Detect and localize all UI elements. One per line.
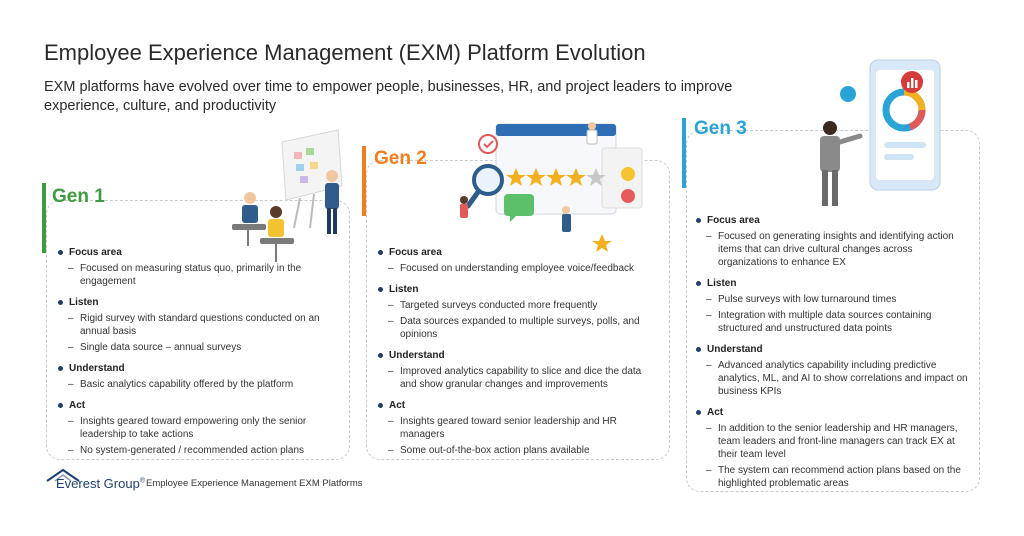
- gen2-section-act: Act Insights geared toward senior leader…: [378, 399, 660, 457]
- section-heading: Act: [378, 399, 660, 412]
- people-figures-icon: [460, 122, 598, 232]
- gen3-section-listen: Listen Pulse surveys with low turnaround…: [696, 277, 974, 335]
- floating-circle-icon: [840, 86, 856, 102]
- whiteboard-icon: [281, 129, 343, 229]
- section-heading: Understand: [696, 343, 974, 356]
- list-item: Insights geared toward empowering only t…: [58, 415, 340, 441]
- gen2-content: Focus area Focused on understanding empl…: [378, 246, 660, 465]
- chart-badge-icon: [901, 71, 923, 93]
- section-heading: Understand: [58, 362, 340, 375]
- gen2-section-understand: Understand Improved analytics capability…: [378, 349, 660, 391]
- gen3-section-act: Act In addition to the senior leadership…: [696, 406, 974, 490]
- seated-people-icon: [232, 192, 294, 262]
- list-item: Improved analytics capability to slice a…: [378, 365, 660, 391]
- gen3-label: Gen 3: [694, 118, 747, 139]
- footer-caption: Employee Experience Management EXM Platf…: [146, 478, 363, 489]
- gen2-label: Gen 2: [374, 148, 427, 169]
- section-heading: Listen: [58, 296, 340, 309]
- section-heading: Listen: [696, 277, 974, 290]
- gen3-section-focus: Focus area Focused on generating insight…: [696, 214, 974, 269]
- section-heading: Understand: [378, 349, 660, 362]
- list-item: Basic analytics capability offered by th…: [58, 378, 340, 391]
- gen3-bar: [682, 118, 686, 188]
- section-heading: Act: [696, 406, 974, 419]
- gen1-section-focus: Focus area Focused on measuring status q…: [58, 246, 340, 288]
- list-item: Focused on understanding employee voice/…: [378, 262, 660, 275]
- gen2-illustration: [460, 122, 643, 252]
- section-heading: Focus area: [378, 246, 660, 259]
- heart-badge-icon: [478, 134, 498, 154]
- list-item: Targeted surveys conducted more frequent…: [378, 299, 660, 312]
- emoji-faces-icon: [621, 167, 635, 203]
- logo-wordmark: Everest Group®: [56, 476, 145, 491]
- businessman-figure-icon: [820, 121, 863, 206]
- gen1-card: [46, 200, 350, 460]
- star-rating-icon: [506, 168, 612, 252]
- mountain-logo-icon: [46, 468, 80, 482]
- list-item: Insights geared toward senior leadership…: [378, 415, 660, 441]
- gen1-illustration: [232, 129, 343, 262]
- section-heading: Focus area: [58, 246, 340, 259]
- list-item: Some out-of-the-box action plans availab…: [378, 444, 660, 457]
- list-item: The system can recommend action plans ba…: [696, 464, 974, 490]
- list-item: Data sources expanded to multiple survey…: [378, 315, 660, 341]
- presenter-figure-icon: [325, 170, 339, 234]
- footer: Everest Group® Employee Experience Manag…: [46, 468, 363, 492]
- gen2-section-listen: Listen Targeted surveys conducted more f…: [378, 283, 660, 341]
- page-subtitle: EXM platforms have evolved over time to …: [44, 79, 733, 114]
- gen3-illustration: [820, 59, 941, 206]
- list-item: Focused on generating insights and ident…: [696, 230, 974, 269]
- gen3-section-understand: Understand Advanced analytics capability…: [696, 343, 974, 398]
- list-item: In addition to the senior leadership and…: [696, 422, 974, 461]
- gen1-label: Gen 1: [52, 186, 105, 207]
- tablet-dashboard-icon: [869, 59, 941, 191]
- list-item: Advanced analytics capability including …: [696, 359, 974, 398]
- gen1-section-act: Act Insights geared toward empowering on…: [58, 399, 340, 457]
- gen2-section-focus: Focus area Focused on understanding empl…: [378, 246, 660, 275]
- gen1-bar: [42, 183, 46, 253]
- section-heading: Act: [58, 399, 340, 412]
- list-item: Rigid survey with standard questions con…: [58, 312, 340, 338]
- section-heading: Focus area: [696, 214, 974, 227]
- gen3-content: Focus area Focused on generating insight…: [696, 214, 974, 498]
- list-item: No system-generated / recommended action…: [58, 444, 340, 457]
- gen2-bar: [362, 146, 366, 216]
- gen1-section-listen: Listen Rigid survey with standard questi…: [58, 296, 340, 354]
- everest-group-logo: Everest Group®: [46, 468, 146, 492]
- list-item: Pulse surveys with low turnaround times: [696, 293, 974, 306]
- gen1-section-understand: Understand Basic analytics capability of…: [58, 362, 340, 391]
- list-item: Single data source – annual surveys: [58, 341, 340, 354]
- list-item: Integration with multiple data sources c…: [696, 309, 974, 335]
- page-title: Employee Experience Management (EXM) Pla…: [44, 40, 646, 65]
- gen1-content: Focus area Focused on measuring status q…: [58, 246, 340, 465]
- magnifier-icon: [465, 164, 504, 209]
- list-item: Focused on measuring status quo, primari…: [58, 262, 340, 288]
- chat-bubble-icon: [504, 194, 534, 222]
- section-heading: Listen: [378, 283, 660, 296]
